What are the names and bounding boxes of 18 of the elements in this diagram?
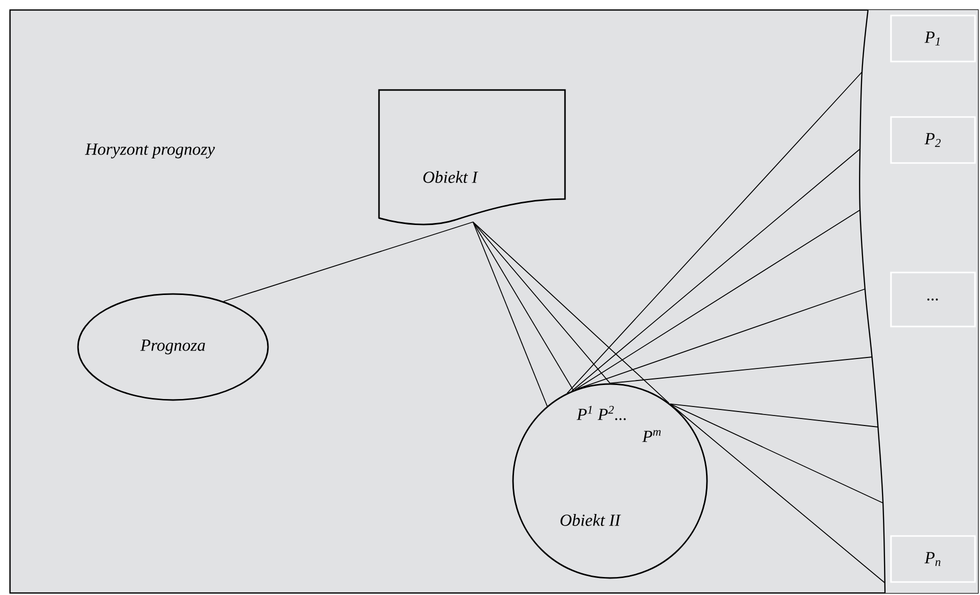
- label-box: P$_{2}$: [890, 116, 976, 164]
- connector-line: [472, 222, 548, 407]
- label-box: ...: [890, 272, 976, 328]
- connector-line: [578, 288, 866, 390]
- connector-line: [472, 222, 610, 384]
- connector-line: [223, 222, 474, 302]
- connector-line: [670, 404, 878, 428]
- label-box: P$_{n}$: [890, 535, 976, 583]
- label-box: P$_{1}$: [890, 14, 976, 62]
- connector-line: [472, 222, 670, 404]
- label-text: Horyzont prognozy: [84, 144, 215, 158]
- connector-line: [472, 222, 574, 391]
- connector-line: [571, 148, 860, 392]
- connector-line: [574, 210, 860, 390]
- connector-line: [566, 72, 862, 394]
- connector-line: [670, 404, 886, 584]
- connector-line: [610, 356, 872, 384]
- connector-line: [670, 404, 884, 504]
